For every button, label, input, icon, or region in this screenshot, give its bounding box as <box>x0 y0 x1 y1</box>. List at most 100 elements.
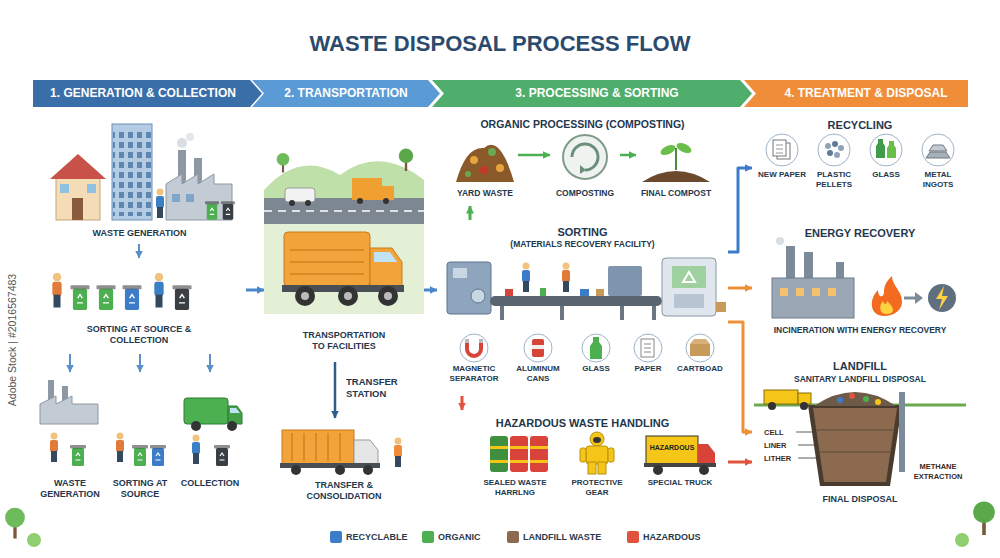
material-icon <box>690 344 710 356</box>
node-label: TRANSFER & CONSOLIDATION <box>294 480 394 502</box>
people-and-bins <box>173 285 192 310</box>
material-icon <box>467 341 481 356</box>
landfill-site <box>837 397 843 403</box>
material-icon <box>532 339 544 357</box>
office-building <box>112 124 152 220</box>
energy-plant <box>812 288 820 296</box>
collection-truck <box>192 435 200 465</box>
protective-suit <box>598 462 606 474</box>
legend-swatch <box>507 531 519 543</box>
flow-arrow <box>620 154 636 157</box>
recycled-product-icon <box>766 134 798 166</box>
stage-title: 2. TRANSPORTATION <box>264 80 428 107</box>
house <box>60 184 69 193</box>
garbage-truck <box>282 232 404 306</box>
sorting-line <box>490 296 662 306</box>
garbage-truck <box>295 286 315 306</box>
decor-tree <box>5 501 995 547</box>
source-sorting <box>150 445 166 466</box>
sorting-line <box>453 268 467 278</box>
material-icon <box>479 339 483 343</box>
product-item: METAL INGOTS <box>913 132 963 208</box>
collection-truck <box>230 408 240 413</box>
compost-plant <box>659 143 677 157</box>
energy-plant <box>936 286 948 310</box>
node-label: ENERGY RECOVERY <box>752 226 968 240</box>
hazard-barrels <box>510 446 528 449</box>
sorting-line <box>560 306 564 320</box>
step-item: COLLECTION <box>177 372 243 508</box>
material-icon <box>641 339 654 357</box>
energy-plant <box>780 288 788 296</box>
recycled-product-icon <box>926 152 950 158</box>
node-label: COMPOSTING <box>550 188 620 198</box>
node-label: SORTING AT SOURCE & COLLECTION <box>64 324 214 346</box>
flow-arrow <box>424 289 437 292</box>
landfill-site <box>754 390 966 486</box>
node-note: (MATERIALS RECOVERY FACILITY) <box>437 239 728 250</box>
yard-waste-pile <box>488 148 496 156</box>
node-label: METAL INGOTS <box>913 170 963 190</box>
collection-truck <box>184 398 228 424</box>
protective-suit <box>588 462 596 474</box>
sorting-line <box>716 302 726 312</box>
hazard-item: SPECIAL TRUCK <box>640 430 720 508</box>
small-factory <box>40 396 98 424</box>
factory <box>194 158 202 184</box>
hazard-barrels <box>530 436 548 472</box>
energy-plant <box>880 301 893 314</box>
node-label: TRANSPORTATION TO FACILITIES <box>296 330 392 352</box>
legend-label: LANDFILL WASTE <box>523 531 623 543</box>
yard-waste-pile <box>456 145 514 182</box>
legend-swatch <box>422 531 434 543</box>
material-item: ALUMINUM CANS <box>508 330 568 392</box>
flow-arrow <box>139 354 141 372</box>
yard-waste-pile <box>496 164 504 172</box>
source-group: SORTING AT SOURCE & COLLECTION <box>40 258 239 354</box>
house <box>50 154 106 179</box>
landfill-site <box>764 390 798 404</box>
garbage-truck <box>284 232 370 286</box>
outcome-box: ENERGY RECOVERYINCINERATION WITH ENERGY … <box>752 220 968 346</box>
factory <box>186 194 194 202</box>
source-group: WASTE GENERATION <box>40 118 239 244</box>
people-and-bins <box>97 285 116 310</box>
material-item: CARTBOAD <box>674 330 726 392</box>
hazard-truck <box>646 436 698 464</box>
recycled-product-icon <box>766 134 954 166</box>
node-label: SPECIAL TRUCK <box>640 478 720 488</box>
product-item: NEW PAPER <box>757 132 807 208</box>
material-icon <box>460 334 488 362</box>
small-factory <box>48 380 54 404</box>
edge-label: TRANSFER STATION <box>346 376 416 400</box>
energy-plant <box>836 262 844 278</box>
material-item: GLASS <box>572 330 620 392</box>
people-and-bins <box>221 201 235 219</box>
transfer-truck <box>282 430 354 464</box>
legend-label: HAZARDOUS <box>643 531 743 543</box>
road-scene <box>383 198 389 204</box>
protective-suit <box>580 432 614 474</box>
process-box: ORGANIC PROCESSING (COMPOSTING)YARD WAST… <box>437 112 728 206</box>
step-item: SORTING AT SOURCE <box>107 372 173 508</box>
hazard-barrels <box>530 460 548 463</box>
box-fill <box>33 112 246 512</box>
transport-group: TRANSPORTATION TO FACILITIES <box>270 118 418 362</box>
landfill-site <box>813 408 897 482</box>
flow-arrow <box>728 461 752 464</box>
recycled-product-icon <box>887 141 896 158</box>
collection-truck <box>228 406 242 424</box>
node-label: COLLECTION <box>177 478 243 489</box>
process-box: HAZARDOUS WASTE HANDLINGSEALED WASTE HAR… <box>437 410 728 512</box>
stage-column: 3. PROCESSING & SORTINGORGANIC PROCESSIN… <box>437 112 728 512</box>
yard-waste-pile <box>480 166 488 174</box>
landfill-site <box>754 404 966 407</box>
sorting-line <box>471 289 485 303</box>
sorting-line <box>580 289 589 296</box>
road-scene <box>285 188 315 202</box>
hazard-truck <box>698 444 715 464</box>
landfill-site <box>849 393 855 399</box>
material-icon <box>590 337 602 359</box>
garbage-truck <box>370 248 402 286</box>
